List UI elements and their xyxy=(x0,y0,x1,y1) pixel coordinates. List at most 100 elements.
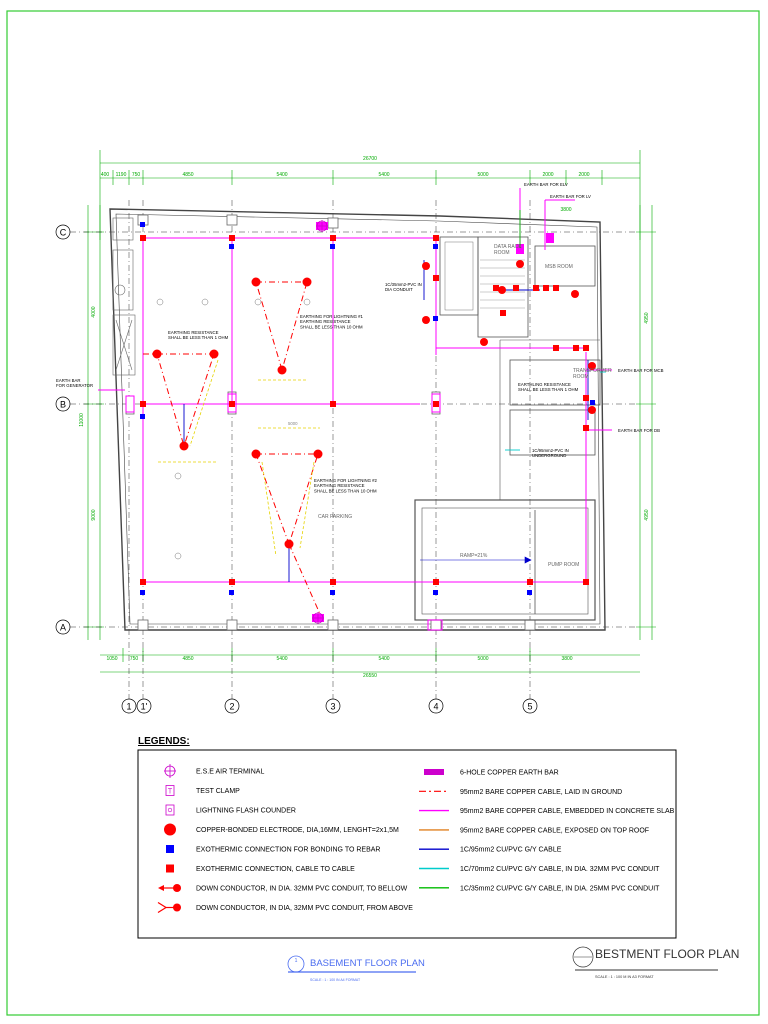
label-earth-bar-mcb: EARTH BAR FOR MCB xyxy=(618,368,664,373)
exothermic-rebar-bonds xyxy=(140,222,595,595)
bottom-dimensions xyxy=(100,648,640,673)
blue-cables xyxy=(183,260,589,582)
dim-left-0: 4000 xyxy=(91,306,97,317)
grid-bubbles: C B A 1 1' 2 3 4 5 xyxy=(55,224,538,714)
ese-air-terminal-icon xyxy=(164,764,176,778)
sheet-border xyxy=(6,10,760,1016)
dim-top-2: 750 xyxy=(132,172,141,178)
dim-top-4: 5400 xyxy=(276,172,287,178)
legend-right-label-1: 95mm2 BARE COPPER CABLE, LAID IN GROUND xyxy=(460,789,622,796)
label-earth-bar-lv: EARTH BAR FOR LV xyxy=(550,194,591,199)
left-service-core xyxy=(112,217,136,376)
dim-right-0: 4950 xyxy=(644,312,650,323)
title-left-scale: SCALE : 1 : 100 IN A4 FORMAT xyxy=(310,978,361,982)
grid-row-a: A xyxy=(60,623,66,633)
dim-top-8: 2000 xyxy=(578,172,589,178)
dim-left-1: 11000 xyxy=(79,413,85,427)
legend-left-label-2: LIGHTNING FLASH COUNDER xyxy=(196,808,296,815)
lightning-flash-counter-icon xyxy=(165,804,175,816)
dim-bottom-0: 1050 xyxy=(106,656,117,662)
dim-top-6: 5000 xyxy=(477,172,488,178)
dim-bottom-4: 5400 xyxy=(378,656,389,662)
dim-top-7: 2000 xyxy=(542,172,553,178)
side-dimensions xyxy=(84,205,656,640)
grid-col-5: 5 xyxy=(527,702,532,712)
label-earth-bar-elv: EARTH BAR FOR ELV xyxy=(524,182,568,187)
dim-right-1: 4950 xyxy=(644,509,650,520)
earth-bar-icon xyxy=(424,769,444,775)
dim-bottom-1: 750 xyxy=(130,656,139,662)
legend-left-label-6: DOWN CONDUCTOR, IN DIA. 32MM PVC CONDUIT… xyxy=(196,886,408,893)
legend-left-label-4: EXOTHERMIC CONNECTION FOR BONDING TO REB… xyxy=(196,847,380,854)
red-square-icon xyxy=(166,864,174,873)
dim-top-3: 4850 xyxy=(182,172,193,178)
legend-left-label-5: EXOTHERMIC CONNECTION, CABLE TO CABLE xyxy=(196,866,355,873)
label-earth-bar-db: EARTH BAR FOR DB xyxy=(618,428,660,433)
dim-bottom-3: 5400 xyxy=(276,656,287,662)
building-outline xyxy=(109,208,606,631)
ground-cable-triangles xyxy=(143,281,321,615)
label-triangle-width: 5000 xyxy=(288,421,298,426)
air-terminals xyxy=(312,220,328,624)
legend-left-column: E.S.E AIR TERMINAL TEST CLAMP LIGHTNING FL… xyxy=(157,764,413,914)
dim-bottom-2: 4850 xyxy=(182,656,193,662)
legend-box xyxy=(137,749,677,939)
grid-row-c: C xyxy=(60,228,67,238)
dim-pump-width: 3800 xyxy=(560,207,571,213)
legend-left-label-3: COPPER-BONDED ELECTRODE, DIA,16MM, LENGH… xyxy=(196,827,399,834)
dim-top-5: 5400 xyxy=(378,172,389,178)
copper-electrodes xyxy=(152,260,596,549)
dim-left-2: 9000 xyxy=(91,509,97,520)
grid-col-1prime: 1' xyxy=(141,702,148,712)
dimension-labels: 26700 400 1190 750 4850 5400 5400 5000 2… xyxy=(79,156,650,679)
test-clamp-icon xyxy=(165,785,175,796)
grid-col-1: 1 xyxy=(126,702,131,712)
legend-left-label-0: E.S.E AIR TERMINAL xyxy=(196,769,264,776)
legend-right-label-6: 1C/35mm2 CU/PVC G/Y CABLE, IN DIA. 25MM … xyxy=(460,885,660,892)
label-pump-room: PUMP ROOM xyxy=(548,562,579,568)
title-block-left: 1 BASEMENT FLOOR PLAN SCALE : 1 : 100 IN… xyxy=(287,955,425,982)
dim-top-total: 26700 xyxy=(363,156,377,162)
legend-left-label-1: TEST CLAMP xyxy=(196,788,240,795)
legend-left-label-7: DOWN CONDUCTOR, IN DIA, 32MM PVC CONDUIT… xyxy=(196,905,413,912)
slab-cable-ring xyxy=(98,188,612,583)
title-left-number: 1 xyxy=(295,958,298,964)
legend-heading: LEGENDS: xyxy=(138,736,190,747)
dim-top-1: 1190 xyxy=(116,172,127,178)
legend-right-label-3: 95mm2 BARE COPPER CABLE, EXPOSED ON TOP … xyxy=(460,827,649,834)
yellow-measure-lines xyxy=(158,359,320,557)
dim-top-0: 400 xyxy=(101,172,110,178)
title-left-text: BASEMENT FLOOR PLAN xyxy=(310,958,425,969)
marker-circles xyxy=(156,298,311,560)
label-msb-room: MSB ROOM xyxy=(545,264,573,270)
title-block-right: BESTMENT FLOOR PLAN SCALE : 1 : 100 M IN… xyxy=(572,946,739,979)
structural-columns xyxy=(125,214,536,631)
grid-row-b: B xyxy=(60,400,66,410)
title-right-text: BESTMENT FLOOR PLAN xyxy=(595,947,739,961)
down-conductor-below-icon xyxy=(158,884,181,892)
label-ramp: RAMP=21% xyxy=(460,553,488,559)
ramp-arrow xyxy=(420,556,532,564)
small-cables xyxy=(505,210,606,451)
electrode-icon xyxy=(164,823,176,836)
legend-right-label-5: 1C/70mm2 CU/PVC G/Y CABLE, IN DIA. 32MM … xyxy=(460,866,660,873)
dim-bottom-total: 26550 xyxy=(363,673,377,679)
grid-col-4: 4 xyxy=(433,702,438,712)
legend-right-column: 6-HOLE COPPER EARTH BAR 95mm2 BARE COPPER… xyxy=(419,769,675,892)
exothermic-cable-connections xyxy=(140,235,589,585)
legend-right-label-2: 95mm2 BARE COPPER CABLE, EMBEDDED IN CON… xyxy=(460,808,675,815)
title-right-scale: SCALE : 1 : 100 M IN A3 FORMAT xyxy=(595,975,654,979)
grid-col-2: 2 xyxy=(229,702,234,712)
legend-right-label-0: 6-HOLE COPPER EARTH BAR xyxy=(460,770,559,777)
blue-square-icon xyxy=(166,845,174,853)
dim-bottom-6: 3800 xyxy=(561,656,572,662)
